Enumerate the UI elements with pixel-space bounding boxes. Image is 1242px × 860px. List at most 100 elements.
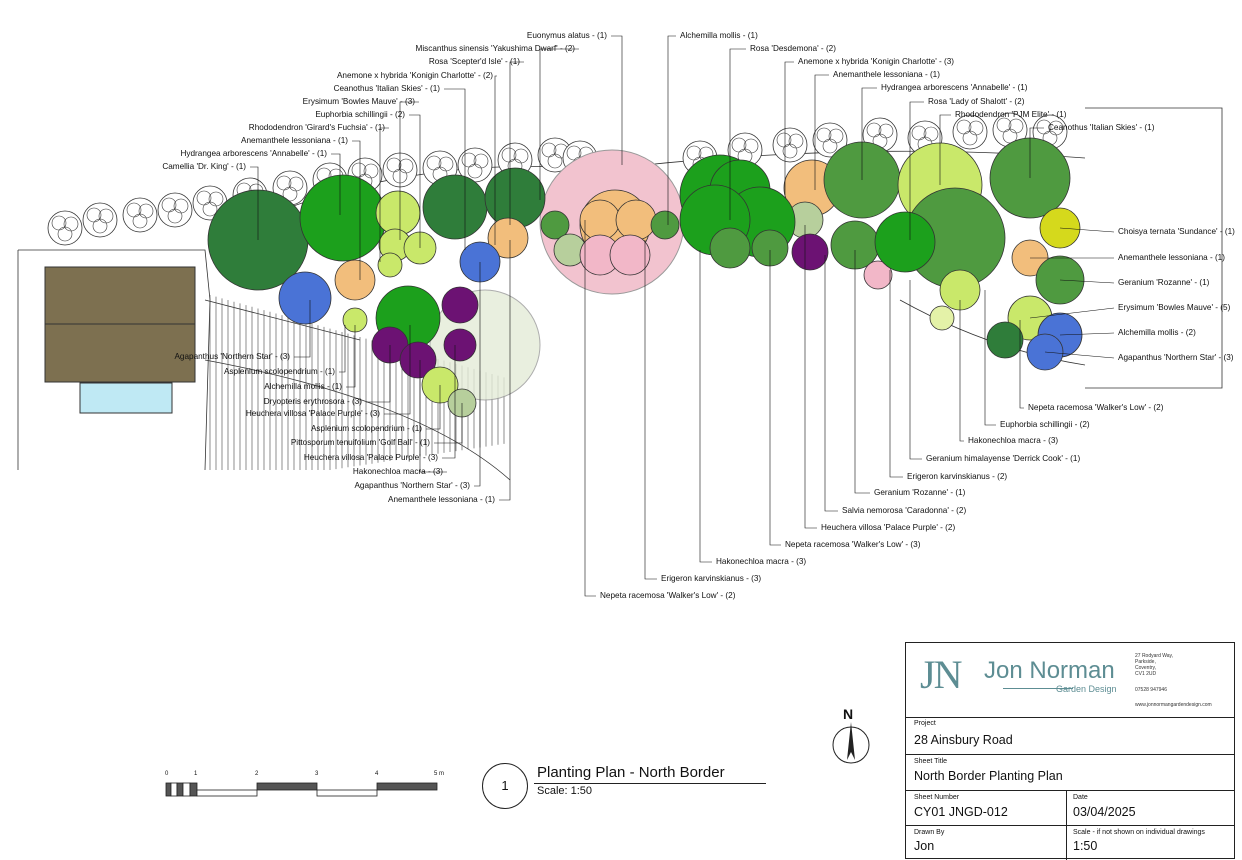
- plant-symbol: [709, 227, 751, 269]
- tree-outline-icon: [772, 127, 808, 163]
- plant-label: Rosa 'Scepter'd Isle' - (1): [428, 57, 520, 66]
- plant-label: Choisya ternata 'Sundance' - (1): [1118, 227, 1235, 236]
- plant-symbol: [609, 234, 651, 276]
- plant-label: Ceanothus 'Italian Skies' - (1): [333, 84, 440, 93]
- leader-line: [699, 250, 712, 563]
- leader-line: [1029, 127, 1044, 178]
- plant-label: Heuchera villosa 'Palace Purple' - (3): [245, 409, 380, 418]
- scale-tick: 2: [255, 771, 259, 777]
- plant-label: Erysimum 'Bowles Mauve' - (3): [302, 97, 415, 106]
- plants: [207, 137, 1085, 418]
- logo-area: JN Jon Norman Garden Design 27 Rodyard W…: [906, 643, 1234, 718]
- drawing-title: Planting Plan - North Border: [537, 764, 725, 781]
- drawn-by-caption: Drawn By: [914, 829, 945, 836]
- plant-label: Alchemilla mollis - (2): [1118, 328, 1196, 337]
- leader-line: [539, 48, 579, 200]
- plant-label: Rhododendron 'Girard's Fuchsia' - (1): [248, 123, 385, 132]
- plant-label: Euphorbia schillingii - (2): [315, 110, 405, 119]
- leader-line: [1029, 307, 1115, 319]
- north-arrow: [832, 722, 870, 764]
- divider: [1066, 791, 1067, 825]
- plant-label: Ceanothus 'Italian Skies' - (1): [1048, 123, 1155, 132]
- address-line: Coventry,: [1135, 665, 1157, 671]
- leader-line: [399, 101, 419, 240]
- plant-label: Asplenium scolopendrium - (1): [310, 424, 422, 433]
- plant-symbol: [650, 210, 680, 240]
- plant-label: Camellia 'Dr. King' - (1): [162, 162, 246, 171]
- plant-label: Pittosporum tenuifolium 'Golf Ball' - (1…: [290, 438, 430, 447]
- plant-symbol: [929, 305, 955, 331]
- plant-label: Nepeta racemosa 'Walker's Low' - (2): [1028, 403, 1164, 412]
- leader-lines: [250, 35, 1115, 597]
- address-line: Parkside,: [1135, 659, 1156, 665]
- project-caption: Project: [914, 720, 936, 727]
- leader-line: [611, 35, 623, 165]
- leader-line: [250, 166, 259, 240]
- scale-tick: 0: [165, 771, 169, 777]
- plant-label: Hydrangea arborescens 'Annabelle' - (1): [180, 149, 328, 158]
- leader-line: [909, 280, 922, 460]
- plant-label: Geranium 'Rozanne' - (1): [1118, 278, 1210, 287]
- plant-label: Heuchera villosa 'Palace Purple' - (3): [303, 453, 438, 462]
- sheet-number-value: CY01 JNGD-012: [914, 805, 1008, 819]
- plant-symbol: [579, 199, 621, 241]
- scale-tick: 3: [315, 771, 319, 777]
- plant-label: Anemanthele lessoniana - (1): [388, 495, 495, 504]
- address-line: 27 Rodyard Way,: [1135, 653, 1174, 659]
- plant-symbol: [441, 286, 479, 324]
- company-phone: 07528 947946: [1135, 687, 1167, 693]
- plant-label: Agapanthus 'Northern Star' - (3): [354, 481, 470, 490]
- scale-tick: 1: [194, 771, 198, 777]
- leader-line: [409, 114, 421, 248]
- leader-line: [1044, 351, 1115, 359]
- sheet-number-caption: Sheet Number: [914, 794, 960, 801]
- drawn-by-value: Jon: [914, 839, 935, 853]
- leader-line: [1059, 227, 1115, 233]
- plant-symbol: [863, 260, 893, 290]
- plant-label: Hakonechloa macra - (3): [716, 557, 807, 566]
- sheet-title-row: Sheet Title North Border Planting Plan: [906, 755, 1234, 791]
- company-name: Jon Norman: [984, 657, 1115, 684]
- leader-line: [346, 325, 356, 388]
- leader-line: [331, 153, 341, 215]
- divider: [1066, 826, 1067, 860]
- plant-label: Anemone x hybrida 'Konigin Charlotte' - …: [798, 57, 955, 66]
- title-block: JN Jon Norman Garden Design 27 Rodyard W…: [905, 642, 1235, 860]
- leader-line: [366, 345, 391, 403]
- address-line: CV1 2UD: [1135, 671, 1157, 677]
- plant-label: Anemanthele lessoniana - (1): [833, 70, 940, 79]
- company-logo: JN: [920, 652, 962, 697]
- company-tagline: Garden Design: [1056, 684, 1117, 694]
- plant-symbol: [299, 174, 387, 262]
- plant-label: Salvia nemorosa 'Caradonna' - (2): [842, 506, 967, 515]
- title-underline: [534, 783, 766, 784]
- leader-line: [352, 140, 361, 280]
- plant-label: Anemanthele lessoniana - (1): [241, 136, 348, 145]
- plant-label: Nepeta racemosa 'Walker's Low' - (3): [785, 540, 921, 549]
- plant-label: Hakonechloa macra - (3): [352, 467, 443, 476]
- leader-line: [1059, 279, 1115, 284]
- plant-label: Erigeron karvinskianus - (2): [907, 472, 1008, 481]
- plant-symbol: [487, 217, 529, 259]
- plant-label: Agapanthus 'Northern Star' - (3): [174, 352, 290, 361]
- plant-label: Rosa 'Desdemona' - (2): [750, 44, 836, 53]
- leader-line: [379, 127, 389, 262]
- tree-outline-icon: [157, 192, 193, 228]
- leader-line: [509, 61, 524, 225]
- date-caption: Date: [1073, 794, 1088, 801]
- plant-label: Asplenium scolopendrium - (1): [223, 367, 335, 376]
- date-value: 03/04/2025: [1073, 805, 1136, 819]
- plant-symbol: [986, 321, 1024, 359]
- plant-label: Heuchera villosa 'Palace Purple' - (2): [821, 523, 956, 532]
- plant-label: Hydrangea arborescens 'Annabelle' - (1): [881, 83, 1028, 92]
- leader-line: [434, 403, 463, 444]
- drawn-by-row: Drawn By Jon Scale - if not shown on ind…: [906, 826, 1234, 860]
- scale-caption: Scale - if not shown on individual drawi…: [1073, 829, 1205, 836]
- plant-symbol: [443, 328, 477, 362]
- plant-label: Anemanthele lessoniana - (1): [1118, 253, 1225, 262]
- sheet-title-value: North Border Planting Plan: [914, 769, 1063, 783]
- leader-line: [667, 35, 676, 225]
- plant-label: Euphorbia schillingii - (2): [1000, 420, 1090, 429]
- plant-label: Geranium himalayense 'Derrick Cook' - (1…: [926, 454, 1081, 463]
- scale-value: 1:50: [1073, 839, 1098, 853]
